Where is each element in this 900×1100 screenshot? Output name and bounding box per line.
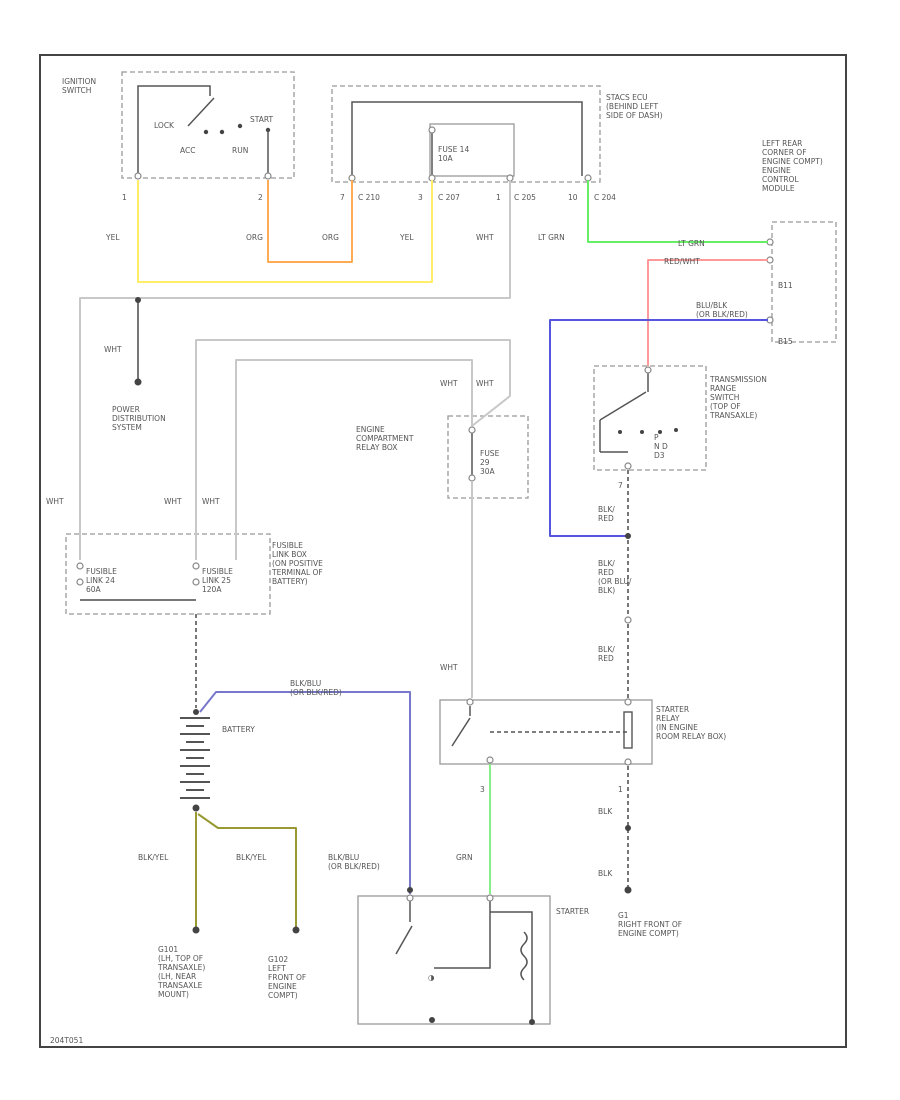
- battery: [180, 709, 210, 812]
- wire-lt-grn: [587, 180, 768, 243]
- engine-control-module: [766, 221, 837, 343]
- relay-pin-1-label: 1: [618, 785, 623, 794]
- wire-blk-yel-2: [197, 813, 297, 928]
- wire-blk-blu-top-label: BLK/BLU(OR BLK/RED): [290, 679, 342, 697]
- wire-blu-blk: [549, 319, 768, 537]
- wire-blk-yel-1-label: BLK/YEL: [138, 853, 169, 862]
- solenoid-contact-icon: [395, 925, 413, 955]
- wire-wht-b-label: WHT: [476, 379, 494, 388]
- ign-start-label: START: [250, 115, 274, 124]
- wire-wht-fusible-2: [235, 359, 473, 560]
- wire-blk-blu: [199, 691, 411, 894]
- engine-compartment-relay-box: [447, 415, 529, 499]
- transmission-range-switch: [593, 365, 707, 471]
- pin-2-label: 2: [258, 193, 263, 202]
- trs-pin-label: 7: [618, 481, 623, 490]
- ecm-pin-b11-label: B11: [778, 281, 793, 290]
- wire-blu-blk-label: BLU/BLK(OR BLK/RED): [696, 301, 748, 319]
- pin-10-label: 10: [568, 193, 578, 202]
- battery-icon: [180, 717, 210, 799]
- pin-1-label: 1: [122, 193, 127, 202]
- ign-run-label: RUN: [232, 146, 248, 155]
- wire-blk-red-1-label: BLK/RED: [598, 505, 615, 523]
- wire-grn-label: GRN: [456, 853, 473, 862]
- range-switch-contact-icon: [599, 391, 647, 421]
- ign-acc-label: ACC: [180, 146, 195, 155]
- wire-org: [267, 180, 353, 263]
- wire-org-1-label: ORG: [246, 233, 263, 242]
- connector-c210-label: C 210: [358, 193, 380, 202]
- wire-wht-d-label: WHT: [164, 497, 182, 506]
- relay-pin-3-label: 3: [480, 785, 485, 794]
- wire-blk-red-2-label: BLK/RED(OR BLU/BLK): [598, 559, 632, 595]
- starter-coil-icon: [520, 931, 528, 981]
- battery-label: BATTERY: [222, 725, 255, 734]
- wire-blk-yel-2-label: BLK/YEL: [236, 853, 267, 862]
- pin-7-label: 7: [340, 193, 345, 202]
- wire-wht-stacs: [79, 180, 511, 560]
- wire-blk-blu-bot-label: BLK/BLU(OR BLK/RED): [328, 853, 380, 871]
- ignition-switch: [121, 71, 295, 180]
- pin-1b-label: 1: [496, 193, 501, 202]
- wire-blk-red-3-label: BLK/RED: [598, 645, 615, 663]
- diagram-code-label: 204T051: [50, 1036, 83, 1045]
- wire-wht-c-label: WHT: [46, 497, 64, 506]
- connector-c207-label: C 207: [438, 193, 460, 202]
- wire-yel-1-label: YEL: [105, 233, 120, 242]
- ecm-pin-b15-label: B15: [778, 337, 793, 346]
- stacs-ecu: [331, 85, 601, 183]
- wire-wht-1-label: WHT: [476, 233, 494, 242]
- wire-wht-relay-label: WHT: [440, 663, 458, 672]
- motor-icon: ◑: [428, 973, 435, 982]
- wire-red-wht: [647, 259, 768, 366]
- wire-lt-grn-label: LT GRN: [538, 233, 565, 242]
- wire-wht-e-label: WHT: [202, 497, 220, 506]
- wire-wht-a-label: WHT: [440, 379, 458, 388]
- connector-c205-label: C 205: [514, 193, 536, 202]
- wire-red-wht-label: RED/WHT: [664, 257, 700, 266]
- wire-wht-pds-label: WHT: [104, 345, 122, 354]
- wire-lt-grn-ecm-label: LT GRN: [678, 239, 705, 248]
- wire-blk-2-label: BLK: [598, 869, 613, 878]
- starter-label: STARTER: [556, 907, 589, 916]
- fusible-link-box: [65, 533, 271, 615]
- wire-blk-1-label: BLK: [598, 807, 613, 816]
- connector-c204-label: C 204: [594, 193, 616, 202]
- wire-yel: [137, 180, 433, 283]
- diagram-frame: [39, 54, 847, 1048]
- wire-wht-fusible: [195, 339, 511, 560]
- wire-yel-2-label: YEL: [399, 233, 414, 242]
- starter-motor: ◑: [357, 894, 551, 1025]
- ign-lock-label: LOCK: [154, 121, 175, 130]
- relay-coil-icon: [623, 711, 633, 749]
- wire-org-2-label: ORG: [322, 233, 339, 242]
- starter-relay: [439, 698, 653, 766]
- relay-contact-icon: [451, 717, 471, 747]
- ignition-switch-contact-icon: [187, 97, 215, 127]
- pin-3-label: 3: [418, 193, 423, 202]
